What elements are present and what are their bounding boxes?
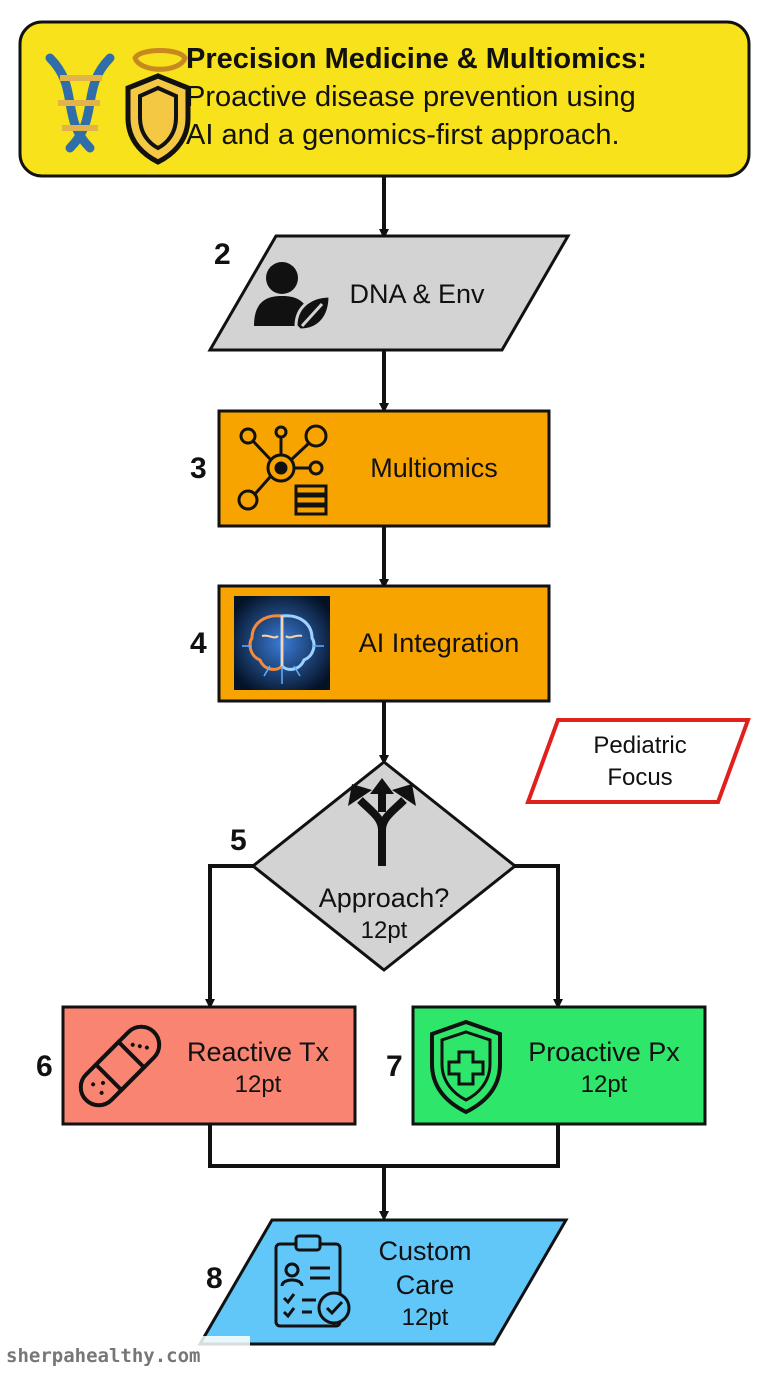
node-4-label: AI Integration bbox=[334, 619, 544, 669]
node-3-label: Multiomics bbox=[334, 444, 534, 494]
node-6-number: 6 bbox=[36, 1050, 53, 1083]
connectors bbox=[205, 176, 563, 1221]
node-3-number: 3 bbox=[190, 452, 207, 485]
header-line-3: AI and a genomics-first approach. bbox=[186, 119, 620, 151]
pediatric-focus-badge bbox=[525, 718, 751, 804]
edge-5-7 bbox=[515, 864, 563, 1009]
node-8-line-1: Custom bbox=[378, 1236, 472, 1267]
pediatric-focus-label: Pediatric Focus bbox=[560, 730, 720, 794]
edge-merge bbox=[208, 1124, 560, 1168]
node-3-shape bbox=[217, 409, 551, 528]
node-6-label: Reactive Tx 12pt bbox=[160, 1030, 356, 1106]
node-6-label-text: Reactive Tx bbox=[186, 1037, 330, 1068]
dna-shield-icon bbox=[45, 48, 191, 165]
node-2-label-text: DNA & Env bbox=[349, 279, 485, 310]
clipboard-check-icon bbox=[274, 1234, 351, 1328]
shield-cross-icon bbox=[430, 1019, 502, 1115]
node-7-sub-text: 12pt bbox=[580, 1070, 628, 1098]
ai-brain-icon bbox=[234, 596, 330, 690]
node-5-number: 5 bbox=[230, 824, 247, 857]
watermark: sherpahealthy.com bbox=[0, 1336, 250, 1376]
badge-line-1: Pediatric bbox=[593, 732, 687, 759]
node-5-label-text: Approach? bbox=[318, 883, 450, 914]
node-8-sub-text: 12pt bbox=[401, 1303, 449, 1331]
badge-line-2: Focus bbox=[607, 764, 673, 791]
node-2-label: DNA & Env bbox=[322, 270, 512, 320]
person-leaf-icon bbox=[254, 262, 332, 332]
header-text: Precision Medicine & Multiomics: Proacti… bbox=[186, 40, 736, 154]
node-6-shape bbox=[61, 1005, 357, 1126]
network-data-icon bbox=[237, 424, 328, 516]
edge-5-6 bbox=[205, 864, 253, 1009]
node-7-number: 7 bbox=[386, 1050, 403, 1083]
node-6-sub-text: 12pt bbox=[234, 1070, 282, 1098]
node-8-line-2: Care bbox=[395, 1270, 455, 1300]
node-4-label-text: AI Integration bbox=[358, 628, 520, 659]
node-5-sub-text: 12pt bbox=[360, 916, 408, 944]
node-2-number: 2 bbox=[214, 238, 231, 271]
node-7-label-text: Proactive Px bbox=[528, 1037, 680, 1068]
node-5-label: Approach? 12pt bbox=[300, 876, 468, 952]
node-8-number: 8 bbox=[206, 1262, 223, 1295]
node-8-label: Custom Care 12pt bbox=[350, 1228, 500, 1340]
split-arrows-icon bbox=[348, 778, 416, 866]
header-box bbox=[18, 20, 751, 178]
header-title: Precision Medicine & Multiomics: bbox=[186, 43, 647, 75]
header-line-2: Proactive disease prevention using bbox=[186, 81, 636, 113]
node-7-shape bbox=[411, 1005, 707, 1126]
node-3-label-text: Multiomics bbox=[370, 453, 498, 484]
node-7-label: Proactive Px 12pt bbox=[506, 1030, 702, 1106]
bandage-icon bbox=[78, 1024, 162, 1108]
node-4-number: 4 bbox=[190, 627, 207, 660]
